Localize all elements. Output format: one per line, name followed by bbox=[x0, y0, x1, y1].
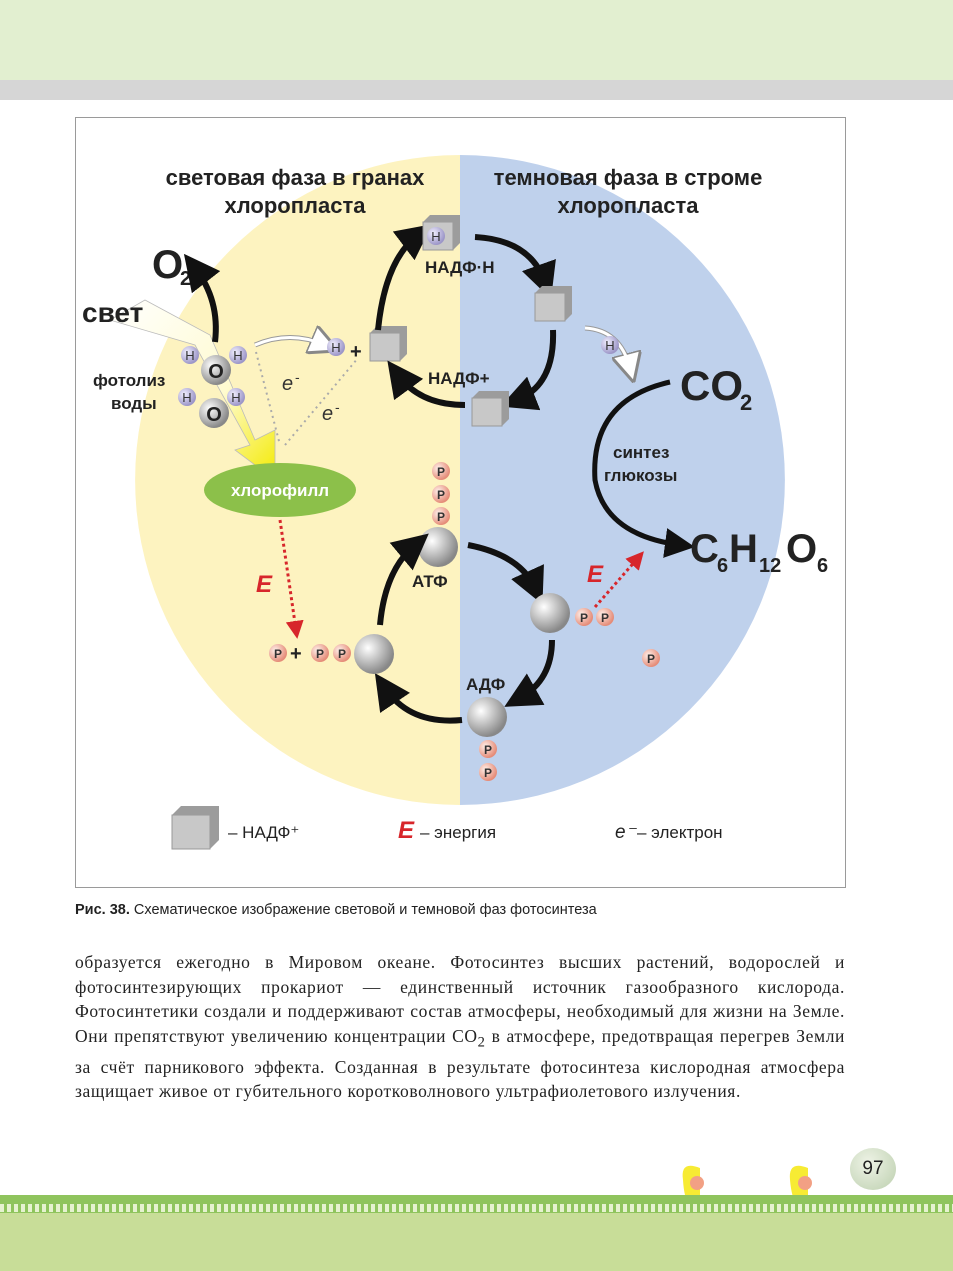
hydrogen-atom bbox=[327, 338, 345, 356]
plus-sign: + bbox=[350, 341, 362, 363]
svg-text:P: P bbox=[338, 647, 346, 661]
svg-text:H: H bbox=[431, 229, 440, 244]
phosphate-chain: P P bbox=[479, 740, 497, 781]
phosphate-plus-adp: P + P P bbox=[269, 643, 351, 665]
nadph-cube-icon: H bbox=[422, 215, 460, 251]
dark-phase-title: темновая фаза в строме bbox=[494, 165, 763, 190]
svg-text:2: 2 bbox=[740, 390, 752, 415]
nadph-label: НАДФ·Н bbox=[425, 258, 495, 277]
light-phase-title: световая фаза в гранах bbox=[166, 165, 426, 190]
header-divider bbox=[0, 80, 953, 100]
glucose-formula: C 6 H 12 O 6 bbox=[690, 527, 828, 577]
svg-text:H: H bbox=[729, 527, 758, 571]
svg-text:P: P bbox=[580, 611, 588, 625]
page-number: 97 bbox=[850, 1148, 896, 1190]
chlorophyll-label: хлорофилл bbox=[231, 481, 329, 500]
legend-nadp-cube-icon bbox=[171, 806, 219, 850]
water-molecule: H H O bbox=[181, 346, 247, 385]
glucose-synthesis-label: синтез bbox=[613, 443, 669, 462]
svg-text:-: - bbox=[295, 369, 300, 385]
figure-caption: Рис. 38. Схематическое изображение свето… bbox=[75, 902, 597, 918]
footer-band bbox=[0, 1195, 953, 1271]
legend-electron: – электрон bbox=[637, 823, 723, 842]
co2-label: CO bbox=[680, 362, 743, 409]
legend-nadp: – НАДФ⁺ bbox=[228, 823, 299, 842]
atp-label: АТФ bbox=[412, 572, 448, 591]
caption-text: Схематическое изображение световой и тем… bbox=[129, 902, 597, 918]
svg-text:P: P bbox=[437, 465, 445, 479]
adp-label: АДФ bbox=[466, 675, 505, 694]
energy-label: E bbox=[256, 571, 273, 598]
svg-text:H: H bbox=[331, 340, 340, 355]
nadp-cube-icon bbox=[534, 286, 572, 322]
electron-label: e bbox=[282, 373, 293, 395]
svg-text:H: H bbox=[182, 390, 191, 405]
svg-text:6: 6 bbox=[817, 555, 828, 577]
oxygen-subscript: 2 bbox=[180, 268, 191, 290]
caption-label: Рис. 38. bbox=[75, 902, 130, 918]
svg-text:P: P bbox=[274, 647, 282, 661]
svg-text:+: + bbox=[290, 643, 302, 665]
adp-molecule bbox=[467, 697, 507, 737]
svg-text:P: P bbox=[437, 488, 445, 502]
legend: – НАДФ⁺ E – энергия e⁻ – электрон bbox=[171, 806, 723, 850]
svg-text:P: P bbox=[484, 743, 492, 757]
nadp-cube-icon bbox=[471, 391, 509, 427]
energy-label: E bbox=[587, 561, 604, 588]
svg-text:O: O bbox=[208, 361, 224, 383]
svg-text:P: P bbox=[484, 766, 492, 780]
chlorophyll-ellipse bbox=[204, 463, 356, 517]
phosphate-pair: P P bbox=[575, 608, 614, 626]
svg-text:12: 12 bbox=[759, 555, 781, 577]
adenosine-molecule bbox=[530, 593, 570, 633]
svg-text:O: O bbox=[786, 527, 817, 571]
atp-molecule bbox=[418, 527, 458, 567]
body-text: образуется ежегодно в Мировом океане. Фо… bbox=[75, 952, 845, 1101]
svg-text:C: C bbox=[690, 527, 719, 571]
svg-text:H: H bbox=[185, 348, 194, 363]
svg-text:P: P bbox=[647, 652, 655, 666]
legend-energy-symbol: E bbox=[398, 817, 415, 844]
light-phase-title-2: хлоропласта bbox=[225, 193, 367, 218]
phosphate bbox=[642, 649, 660, 667]
nadp-cube-icon bbox=[369, 326, 407, 362]
photolysis-label: фотолиз bbox=[93, 371, 165, 390]
header-band bbox=[0, 0, 953, 80]
svg-text:глюкозы: глюкозы bbox=[604, 466, 677, 485]
svg-text:-: - bbox=[335, 399, 340, 415]
legend-electron-symbol: e⁻ bbox=[615, 822, 638, 843]
hydrogen-atom bbox=[601, 336, 619, 354]
nadp-label: НАДФ+ bbox=[428, 369, 490, 388]
electron-label: e bbox=[322, 403, 333, 425]
svg-text:H: H bbox=[605, 338, 614, 353]
svg-text:P: P bbox=[437, 510, 445, 524]
svg-text:H: H bbox=[233, 348, 242, 363]
svg-text:6: 6 bbox=[717, 555, 728, 577]
legend-energy: – энергия bbox=[420, 823, 496, 842]
svg-text:P: P bbox=[316, 647, 324, 661]
oxygen-label: O bbox=[152, 243, 183, 287]
adp-molecule bbox=[354, 634, 394, 674]
svg-text:H: H bbox=[231, 390, 240, 405]
dark-phase-title-2: хлоропласта bbox=[558, 193, 700, 218]
light-label: свет bbox=[82, 297, 143, 328]
svg-text:P: P bbox=[601, 611, 609, 625]
svg-text:O: O bbox=[206, 404, 222, 426]
water-molecule: H H O bbox=[178, 388, 245, 428]
phosphate-chain: P P P bbox=[432, 462, 450, 525]
photolysis-label-2: воды bbox=[111, 394, 157, 413]
